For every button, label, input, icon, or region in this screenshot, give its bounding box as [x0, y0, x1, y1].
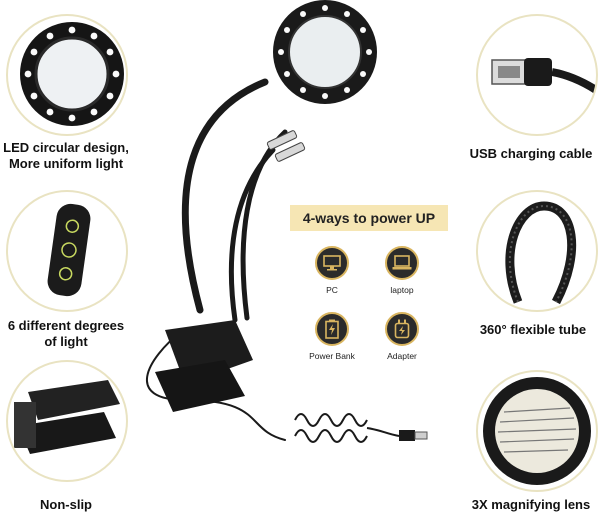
power-item-pc: PC — [292, 246, 372, 295]
lamp-product-image — [145, 0, 428, 443]
dimmer-control-image — [6, 190, 128, 312]
degrees-caption: 6 different degrees of light — [0, 318, 132, 350]
power-item-label: laptop — [390, 285, 414, 295]
laptop-icon — [385, 246, 419, 280]
power-item-adapter: Adapter — [362, 312, 442, 361]
power-item-label: PC — [326, 285, 338, 295]
tube-caption: 360° flexible tube — [479, 322, 587, 337]
power-item-label: Power Bank — [309, 351, 355, 361]
clamp-nonslip-image — [6, 360, 128, 482]
adapter-icon — [385, 312, 419, 346]
power-banner-title: 4-ways to power UP — [290, 205, 448, 231]
degrees-caption-line1: 6 different degrees — [7, 318, 125, 333]
usb-cable-image — [476, 14, 598, 136]
usb-caption: USB charging cable — [469, 146, 593, 161]
led-caption: LED circular design, More uniform light — [0, 140, 132, 172]
power-item-label: Adapter — [387, 351, 417, 361]
led-caption-line2: More uniform light — [8, 156, 124, 171]
magnifying-lens-image — [476, 370, 598, 492]
lens-caption: 3X magnifying lens — [471, 497, 591, 512]
degrees-caption-line2: of light — [44, 334, 88, 349]
battery-icon — [315, 312, 349, 346]
flexible-tube-image — [476, 190, 598, 312]
led-caption-line1: LED circular design, — [3, 140, 129, 155]
nonslip-caption: Non-slip — [40, 497, 92, 512]
power-item-laptop: laptop — [362, 246, 442, 295]
monitor-icon — [315, 246, 349, 280]
led-ring-detail-image — [6, 14, 128, 136]
power-item-power-bank: Power Bank — [292, 312, 372, 361]
